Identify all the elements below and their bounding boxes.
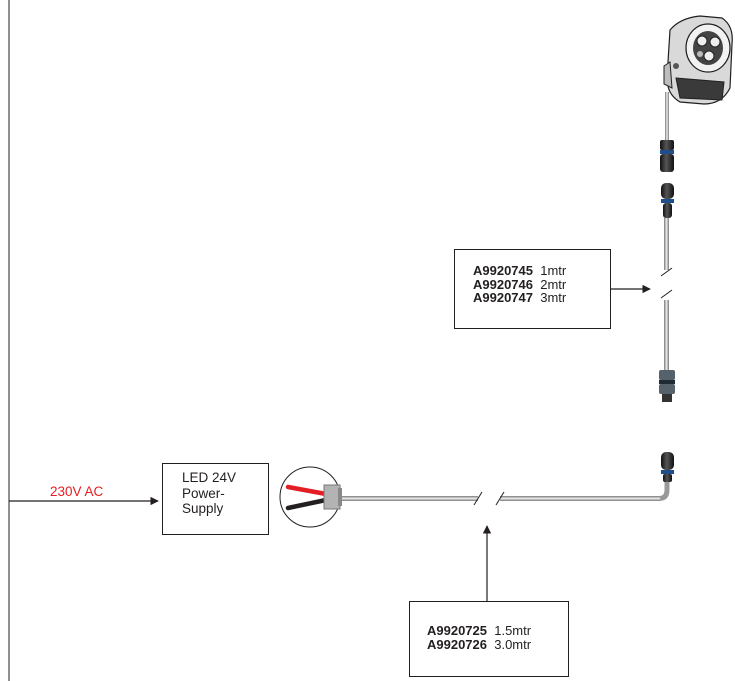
- power-supply-line-2: Power-: [182, 485, 225, 501]
- cable-length: 3.0mtr: [494, 636, 532, 652]
- female-connector-icon: [659, 370, 675, 402]
- power-supply-box: LED 24V Power- Supply: [162, 463, 269, 535]
- spec-row: A9920746 2mtr: [473, 276, 610, 292]
- article-code: A9920747: [473, 290, 533, 305]
- cable-end-wires-icon: [279, 466, 342, 528]
- spot-cable: [660, 92, 673, 370]
- male-connector-icon: [660, 140, 674, 172]
- spec-row: A9920725 1.5mtr: [427, 624, 568, 638]
- male-connector-icon: [661, 452, 674, 482]
- power-supply-line-3: Supply: [182, 501, 224, 516]
- main-cable-spec-box: A9920725 1.5mtr A9920726 3.0mtr: [409, 601, 569, 677]
- spot-cable-spec-box: A9920745 1mtr A9920746 2mtr A9920747 3mt…: [454, 249, 611, 329]
- power-supply-line-1: LED 24V: [182, 470, 237, 485]
- led-spotlight-icon: [663, 15, 733, 105]
- cable-length: 2mtr: [540, 276, 567, 292]
- article-code: A9920726: [427, 636, 487, 652]
- spec-row: A9920745 1mtr: [473, 264, 610, 278]
- mains-voltage-label: 230V AC: [50, 484, 104, 499]
- cable-length: 3mtr: [540, 290, 567, 305]
- female-connector-icon: [661, 183, 674, 218]
- article-code: A9920725: [427, 623, 487, 638]
- cable-length: 1.5mtr: [494, 623, 532, 638]
- spec-row: A9920747 3mtr: [473, 291, 610, 305]
- main-cable: [340, 480, 670, 506]
- article-code: A9920745: [473, 263, 533, 278]
- spec-row: A9920726 3.0mtr: [427, 636, 568, 652]
- article-code: A9920746: [473, 276, 533, 292]
- cable-length: 1mtr: [540, 263, 567, 278]
